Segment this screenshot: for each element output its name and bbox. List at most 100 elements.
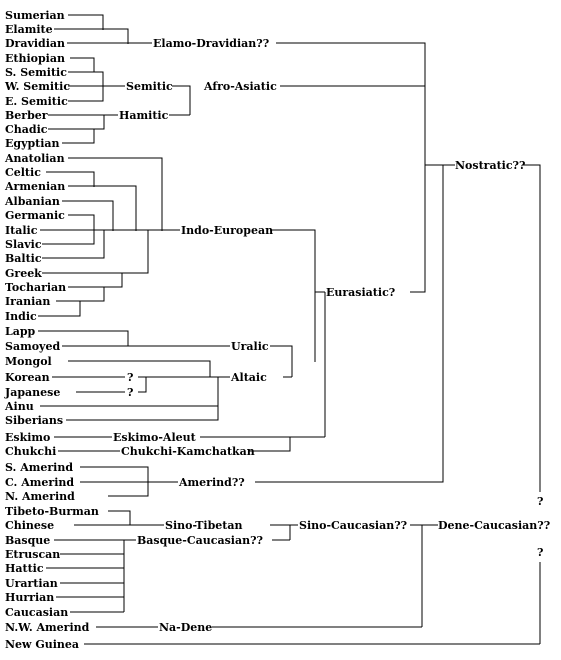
- language-slavic: Slavic: [5, 238, 42, 251]
- eurasiatic-branch: [410, 165, 426, 293]
- japanese-q-branch: [138, 377, 147, 393]
- group-sino-tibetan: Sino-Tibetan: [165, 519, 242, 532]
- group-amerind: Amerind??: [178, 476, 245, 489]
- lower-question-mark: ?: [537, 546, 543, 559]
- germanic-branch: [68, 214, 95, 230]
- language-celtic: Celtic: [5, 166, 41, 179]
- language-japanese: Japanese: [4, 386, 60, 399]
- celtic-branch: [46, 171, 95, 187]
- language-w-semitic: W. Semitic: [4, 80, 70, 93]
- language-germanic: Germanic: [5, 209, 65, 222]
- tree-lines: [38, 14, 541, 645]
- japanese-question-mark: ?: [127, 386, 133, 399]
- lapp-branch: [38, 330, 129, 346]
- language-egyptian: Egyptian: [5, 137, 60, 150]
- language-eskimo: Eskimo: [5, 431, 50, 444]
- language-armenian: Armenian: [4, 180, 65, 193]
- sumerian-branch: [68, 14, 104, 30]
- language-etruscan: Etruscan: [5, 548, 60, 561]
- albanian-branch: [62, 200, 114, 231]
- group-altaic: Altaic: [230, 371, 267, 384]
- egyptian-branch: [62, 129, 95, 144]
- s-semitic-branch: [68, 71, 104, 87]
- language-elamite: Elamite: [5, 23, 53, 36]
- s-amerind-branch: [80, 466, 149, 482]
- elamite-branch: [54, 28, 129, 44]
- language-tibeto-burman: Tibeto-Burman: [5, 505, 99, 518]
- language-hurrian: Hurrian: [5, 591, 54, 604]
- ethiopian-branch: [70, 57, 95, 72]
- group-eskimo-aleut: Eskimo-Aleut: [113, 431, 197, 444]
- language-samoyed: Samoyed: [5, 340, 60, 353]
- language-hattic: Hattic: [5, 562, 44, 575]
- korean-question-mark: ?: [127, 371, 133, 384]
- indic-branch: [38, 301, 81, 317]
- group-sino-caucasian: Sino-Caucasian??: [299, 519, 407, 532]
- language-indic: Indic: [5, 310, 37, 323]
- language-sumerian: Sumerian: [5, 9, 65, 22]
- slavic-branch: [42, 230, 95, 245]
- semitic-branch: [172, 85, 191, 115]
- language-mongol: Mongol: [5, 355, 52, 368]
- armenian-branch: [68, 185, 137, 231]
- siberians-branch: [66, 406, 219, 421]
- amerind-branch: [255, 165, 444, 483]
- n-amerind-branch: [108, 482, 149, 497]
- language-tocharian: Tocharian: [5, 281, 66, 294]
- uralic-branch: [270, 345, 293, 377]
- greek-branch: [42, 230, 149, 274]
- group-na-dene: Na-Dene: [159, 621, 212, 634]
- language-new-guinea: New Guinea: [5, 638, 79, 651]
- sino-tibetan-branch: [270, 524, 291, 540]
- group-semitic: Semitic: [126, 80, 173, 93]
- language-ethiopian: Ethiopian: [5, 52, 65, 65]
- tocharian-branch: [68, 273, 123, 288]
- group-chukchi-kamchatkan: Chukchi-Kamchatkan: [121, 445, 255, 458]
- language-iranian: Iranian: [5, 295, 50, 308]
- baltic-branch: [42, 230, 105, 259]
- language-c-amerind: C. Amerind: [5, 476, 74, 489]
- language-n-amerind: N. Amerind: [5, 490, 75, 503]
- group-dene-caucasian: Dene-Caucasian??: [438, 519, 550, 532]
- group-nostratic: Nostratic??: [455, 159, 525, 172]
- group-basque-caucasian: Basque-Caucasian??: [137, 534, 263, 547]
- language-lapp: Lapp: [5, 325, 36, 338]
- language-e-semitic: E. Semitic: [5, 95, 68, 108]
- language-chinese: Chinese: [5, 519, 54, 532]
- language-baltic: Baltic: [5, 252, 42, 265]
- e-semitic-branch: [68, 86, 104, 102]
- language-ainu: Ainu: [4, 400, 34, 413]
- nostratic-branch: [522, 164, 541, 492]
- language-italic: Italic: [5, 224, 38, 237]
- language-greek: Greek: [5, 267, 42, 280]
- language-labels: Sumerian Elamite Dravidian Ethiopian S. …: [4, 9, 99, 651]
- upper-question-mark: ?: [537, 495, 543, 508]
- group-uralic: Uralic: [231, 340, 269, 353]
- group-afro-asiatic: Afro-Asiatic: [203, 80, 277, 93]
- anatolian-branch: [68, 157, 163, 231]
- language-dravidian: Dravidian: [5, 37, 65, 50]
- language-nw-amerind: N.W. Amerind: [5, 621, 90, 634]
- chukchi-kamchatkan-branch: [248, 437, 291, 452]
- group-indo-european: Indo-European: [181, 224, 273, 237]
- mongol-branch: [68, 360, 230, 378]
- language-urartian: Urartian: [5, 577, 58, 590]
- language-albanian: Albanian: [4, 195, 60, 208]
- tibeto-burman-branch: [108, 510, 131, 525]
- chadic-branch: [48, 115, 105, 130]
- group-hamitic: Hamitic: [119, 109, 169, 122]
- language-berber: Berber: [5, 109, 48, 122]
- language-s-semitic: S. Semitic: [5, 66, 67, 79]
- language-s-amerind: S. Amerind: [5, 461, 73, 474]
- group-eurasiatic: Eurasiatic?: [326, 286, 395, 299]
- language-siberians: Siberians: [5, 414, 63, 427]
- elamo-dravidian-branch: [276, 42, 426, 165]
- language-caucasian: Caucasian: [5, 606, 68, 619]
- indo-european-branch: [270, 229, 316, 362]
- language-korean: Korean: [5, 371, 50, 384]
- language-anatolian: Anatolian: [4, 152, 65, 165]
- language-basque: Basque: [5, 534, 50, 547]
- language-chadic: Chadic: [5, 123, 48, 136]
- language-chukchi: Chukchi: [5, 445, 56, 458]
